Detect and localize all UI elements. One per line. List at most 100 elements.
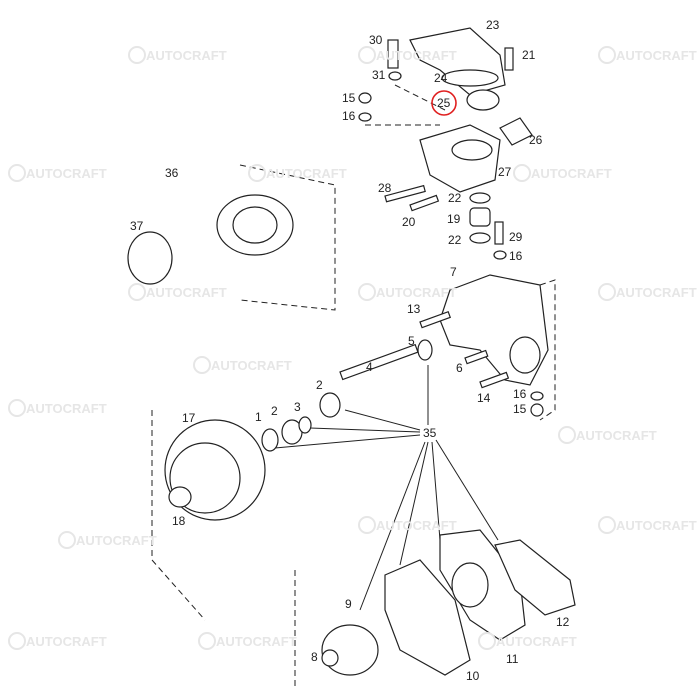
washer-31 (388, 71, 402, 81)
watermark: AUTOCRAFT (26, 401, 107, 416)
bolt-21 (504, 47, 514, 71)
callout-2: 2 (271, 404, 278, 418)
watermark-logo-icon (478, 632, 496, 650)
watermark: AUTOCRAFT (376, 285, 457, 300)
callout-24: 24 (434, 71, 448, 85)
watermark-logo-icon (358, 46, 376, 64)
watermark-logo-icon (248, 164, 266, 182)
callout-12: 12 (556, 615, 570, 629)
o-ring-22b (469, 232, 491, 244)
callout-35: 35 (423, 426, 437, 440)
o-ring-22a (469, 192, 491, 204)
callout-11: 11 (506, 652, 519, 666)
bearing-2 (319, 392, 341, 418)
callout-25: 25 (437, 96, 451, 110)
watermark-logo-icon (8, 632, 26, 650)
bolt-14 (479, 371, 510, 389)
watermark: AUTOCRAFT (376, 518, 457, 533)
watermark: AUTOCRAFT (146, 48, 227, 63)
callout-26: 26 (529, 133, 543, 147)
callout-22: 22 (448, 233, 462, 247)
callout-5: 5 (408, 334, 415, 348)
callout-1: 1 (255, 410, 262, 424)
highlight-circle-25 (431, 90, 457, 116)
nut-8 (321, 649, 339, 667)
callout-6: 6 (456, 361, 463, 375)
dashed-guides (151, 84, 556, 690)
spacer-3 (298, 416, 312, 434)
callout-23: 23 (486, 18, 500, 32)
washer-16 (358, 112, 372, 122)
bypass-19 (469, 207, 491, 227)
watermark-logo-icon (128, 283, 146, 301)
gasket-24 (441, 69, 499, 87)
watermark-logo-icon (128, 46, 146, 64)
callout-21: 21 (522, 48, 536, 62)
watermark: AUTOCRAFT (616, 48, 697, 63)
callout-16: 16 (342, 109, 356, 123)
watermark: AUTOCRAFT (26, 634, 107, 649)
watermark-logo-icon (358, 516, 376, 534)
callout-16: 16 (513, 387, 527, 401)
watermark: AUTOCRAFT (616, 285, 697, 300)
callout-22: 22 (448, 191, 462, 205)
cap-15 (358, 92, 372, 104)
callout-2: 2 (316, 378, 323, 392)
watermark-logo-icon (8, 164, 26, 182)
callout-37: 37 (130, 219, 144, 233)
sensor-30 (387, 39, 399, 69)
watermark-logo-icon (193, 356, 211, 374)
watermark-logo-icon (598, 46, 616, 64)
callout-17: 17 (182, 411, 196, 425)
bolt-20 (409, 194, 440, 212)
watermark: AUTOCRAFT (531, 166, 612, 181)
gasket-10 (384, 559, 471, 676)
sensor-29 (494, 221, 504, 245)
watermark: AUTOCRAFT (576, 428, 657, 443)
callout-7: 7 (450, 265, 457, 279)
leader-lines (274, 365, 499, 611)
bolt-6 (464, 349, 489, 365)
watermark: AUTOCRAFT (376, 48, 457, 63)
callout-18: 18 (172, 514, 186, 528)
callout-15: 15 (513, 402, 527, 416)
callout-15: 15 (342, 91, 356, 105)
callout-14: 14 (477, 391, 491, 405)
watermark-logo-icon (513, 164, 531, 182)
watermark-logo-icon (58, 531, 76, 549)
callout-36: 36 (165, 166, 179, 180)
callout-4: 4 (366, 360, 373, 374)
callout-20: 20 (402, 215, 416, 229)
watermark: AUTOCRAFT (216, 634, 297, 649)
viscous-coupling-37 (127, 231, 173, 285)
watermark-logo-icon (198, 632, 216, 650)
gasket-26 (499, 117, 533, 146)
callout-8: 8 (311, 650, 318, 664)
watermark: AUTOCRAFT (26, 166, 107, 181)
watermark-layer: AUTOCRAFT AUTOCRAFT AUTOCRAFT AUTOCRAFT AUTO… (8, 46, 697, 650)
callout-10: 10 (466, 669, 480, 683)
watermark-logo-icon (598, 516, 616, 534)
watermark-logo-icon (8, 399, 26, 417)
bolt-13 (419, 310, 452, 329)
callout-13: 13 (407, 302, 421, 316)
callout-31: 31 (372, 68, 386, 82)
circlip-1 (261, 428, 279, 452)
callout-9: 9 (345, 597, 352, 611)
watermark: AUTOCRAFT (266, 166, 347, 181)
shaft-4 (339, 343, 419, 381)
watermark: AUTOCRAFT (211, 358, 292, 373)
nut-18 (168, 486, 192, 508)
gasket-12 (494, 539, 576, 616)
callout-28: 28 (378, 181, 392, 195)
parts (127, 27, 576, 676)
watermark: AUTOCRAFT (496, 634, 577, 649)
watermark: AUTOCRAFT (616, 518, 697, 533)
washer-16b (493, 250, 507, 260)
seal-5 (417, 339, 433, 361)
callout-27: 27 (498, 165, 512, 179)
watermark: AUTOCRAFT (76, 533, 157, 548)
